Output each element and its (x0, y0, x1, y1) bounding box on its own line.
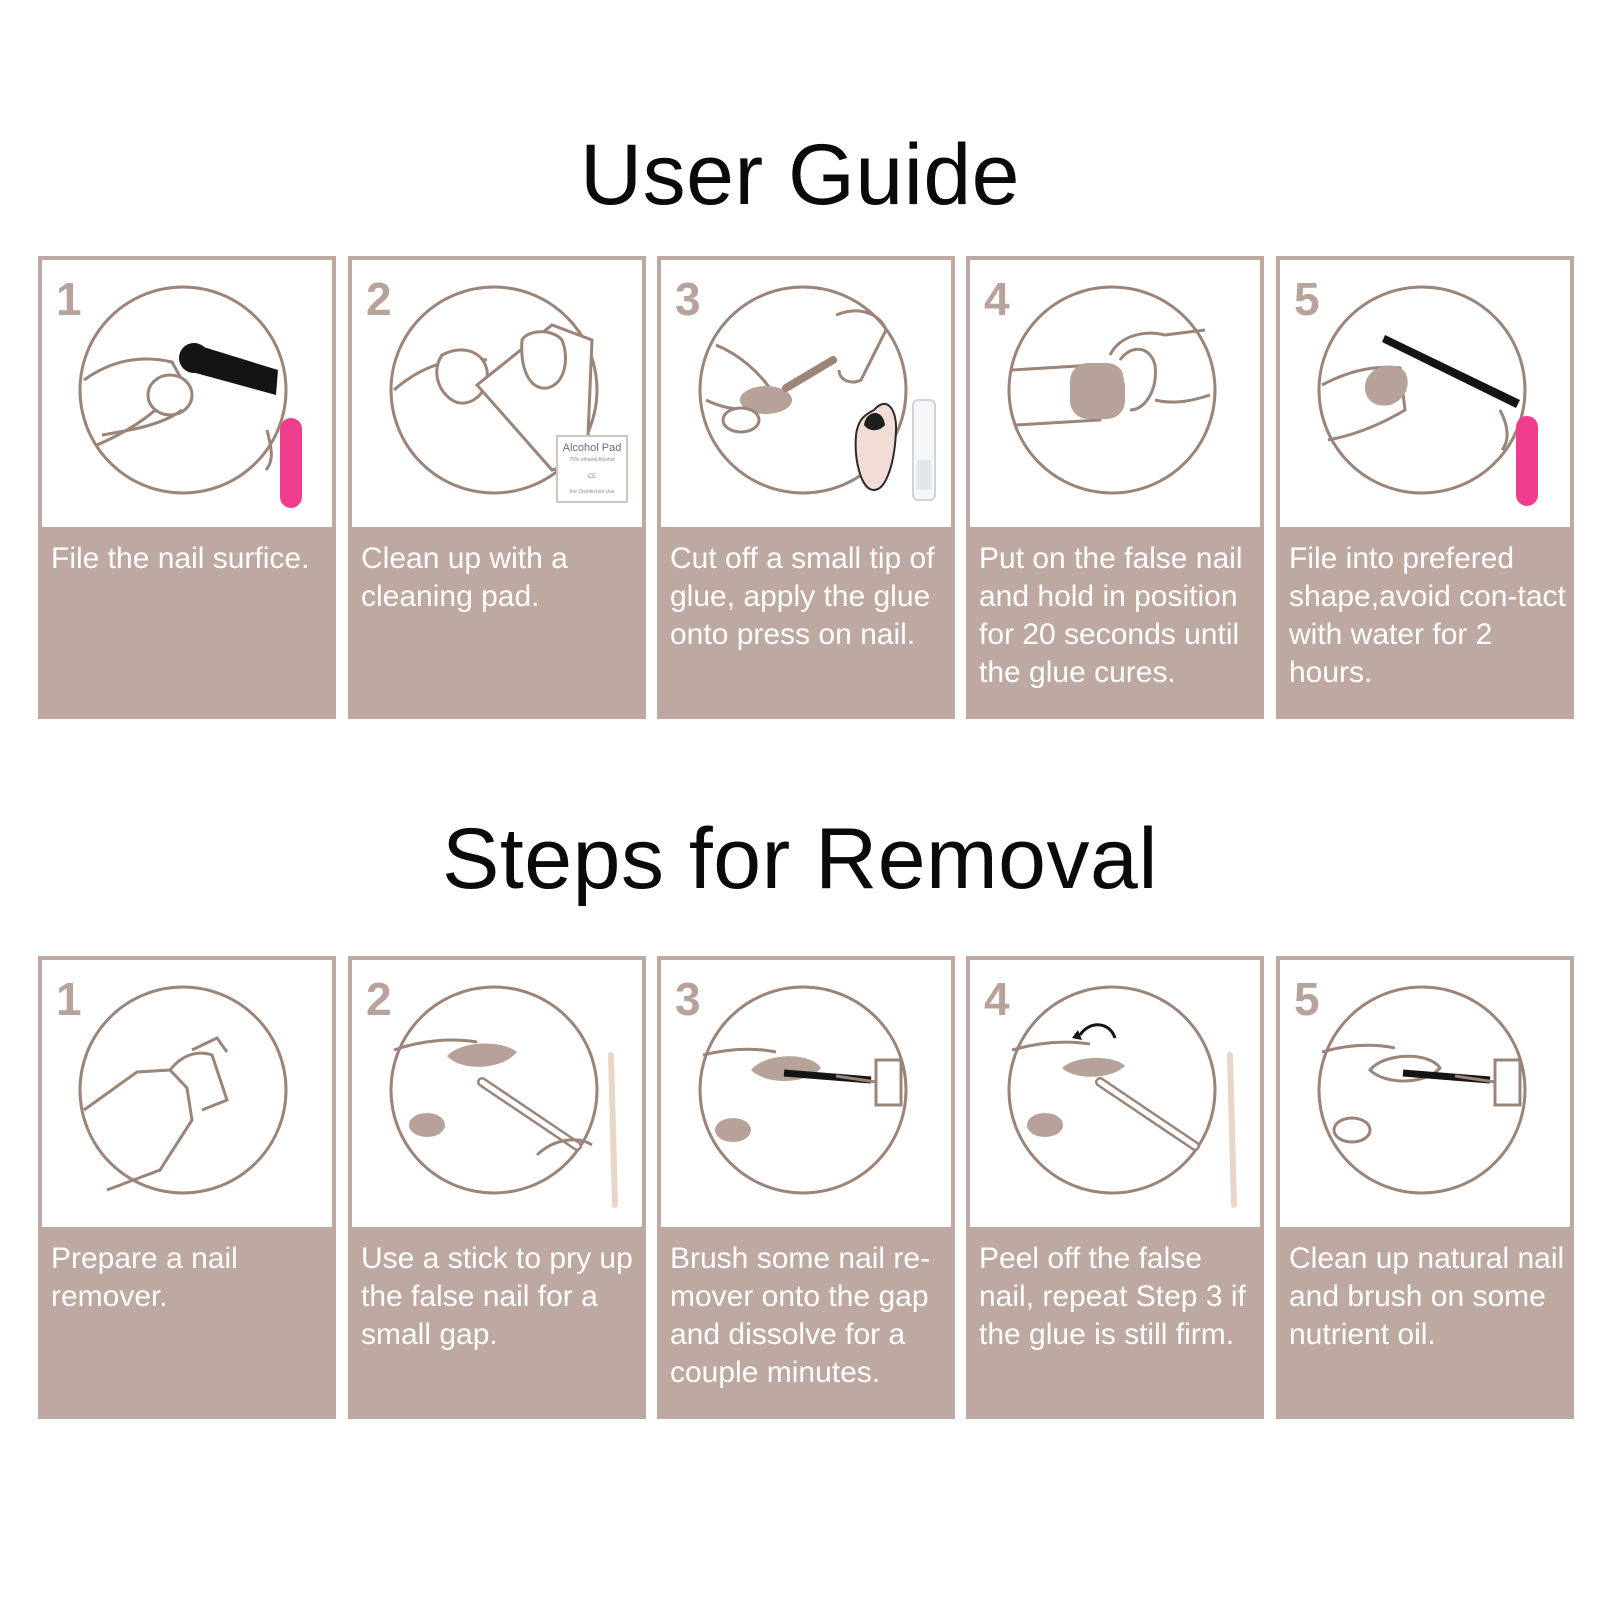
removal-step-1: 1 Prepare a nail remover. (38, 956, 336, 1419)
press-nail-icon (970, 260, 1260, 527)
guide-step-2: Alcohol Pad 75% ethanol Alcohol CE For D… (348, 256, 646, 719)
guide-step-4: 4 Put on the false nail and hold in posi… (966, 256, 1264, 719)
brush-remover-icon (661, 960, 951, 1227)
guide-step-5: 5 File into prefered shape,avoid con-tac… (1276, 256, 1574, 719)
step-description: Brush some nail re-mover onto the gap an… (670, 1242, 931, 1389)
step-description: Cut off a small tip of glue, apply the g… (670, 542, 935, 651)
alcohol-pad-mark: CE (587, 474, 597, 480)
step-number: 3 (675, 973, 701, 1025)
glue-icon (661, 260, 951, 527)
step-description: Clean up natural nail and brush on some … (1289, 1242, 1565, 1351)
cuticle-stick-icon (352, 960, 642, 1227)
step-number: 2 (366, 273, 392, 325)
removal-step-2: 2 Use a stick to pry up the false nail f… (348, 956, 646, 1419)
step-description: File the nail surfice. (51, 542, 310, 575)
step-number: 2 (366, 973, 392, 1025)
step-number: 5 (1294, 973, 1320, 1025)
removal-steps: 1 Prepare a nail remover. 2 Use a stick … (38, 956, 1576, 1419)
step-description: File into prefered shape,avoid con-tact … (1289, 542, 1566, 689)
user-guide-steps: 1 File the nail surfice. Alcohol Pad 75%… (38, 256, 1576, 719)
step-description: Use a stick to pry up the false nail for… (361, 1242, 633, 1351)
removal-step-3: 3 Brush some nail re-mover onto the gap … (657, 956, 955, 1419)
step-number: 4 (984, 273, 1010, 325)
step-number: 1 (56, 273, 82, 325)
alcohol-pad-label: Alcohol Pad (562, 442, 622, 454)
remover-bottle-icon (42, 960, 332, 1227)
removal-step-4: 4 Peel off the false nail, repeat Step 3… (966, 956, 1264, 1419)
step-description: Clean up with a cleaning pad. (361, 542, 568, 613)
cleaning-pad-icon: Alcohol Pad 75% ethanol Alcohol CE For D… (352, 260, 642, 527)
shape-file-icon (1280, 260, 1570, 527)
step-description: Prepare a nail remover. (51, 1242, 238, 1313)
alcohol-pad-foot: For Disinfection Use (569, 489, 615, 495)
nail-file-icon (42, 260, 332, 527)
guide-step-1: 1 File the nail surfice. (38, 256, 336, 719)
nutrient-oil-icon (1280, 960, 1570, 1227)
step-number: 1 (56, 973, 82, 1025)
removal-title: Steps for Removal (442, 811, 1158, 907)
peel-nail-icon (970, 960, 1260, 1227)
alcohol-pad-sub: 75% ethanol Alcohol (569, 457, 615, 463)
guide-step-3: 3 Cut off a small tip of glue, apply the… (657, 256, 955, 719)
step-number: 5 (1294, 273, 1320, 325)
step-number: 4 (984, 973, 1010, 1025)
step-description: Put on the false nail and hold in positi… (979, 542, 1243, 689)
step-description: Peel off the false nail, repeat Step 3 i… (979, 1242, 1246, 1351)
step-number: 3 (675, 273, 701, 325)
removal-step-5: 5 Clean up natural nail and brush on som… (1276, 956, 1574, 1419)
user-guide-title: User Guide (580, 127, 1020, 223)
